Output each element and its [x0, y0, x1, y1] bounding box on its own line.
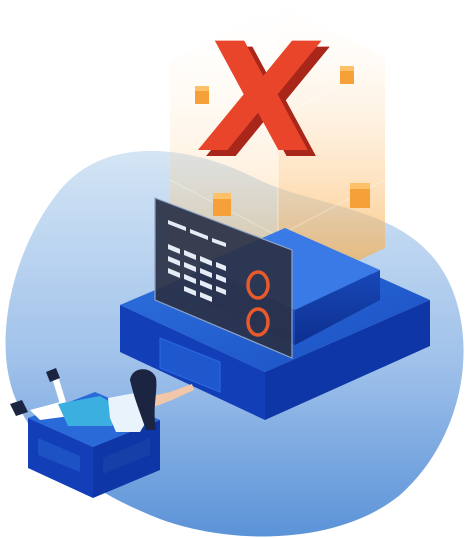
floating-cube — [213, 193, 231, 216]
x-logo-letter: X — [190, 11, 330, 186]
panel-header-bars — [168, 220, 226, 247]
floating-cube — [195, 86, 209, 104]
floating-cube — [350, 183, 370, 208]
woman-hair — [130, 369, 157, 430]
control-panel — [154, 197, 293, 359]
panel-ring-bottom — [246, 307, 270, 337]
floating-cube — [340, 66, 354, 84]
panel-key-grid — [168, 244, 226, 302]
woman-figure — [10, 368, 194, 432]
woman-shoe — [46, 368, 60, 382]
woman-pants — [58, 396, 120, 426]
panel-ring-top — [246, 270, 270, 300]
glow-prism — [169, 2, 386, 298]
x-logo: X X — [190, 11, 338, 192]
woman-shoe — [10, 400, 28, 416]
x-logo-shadow: X — [198, 17, 338, 192]
